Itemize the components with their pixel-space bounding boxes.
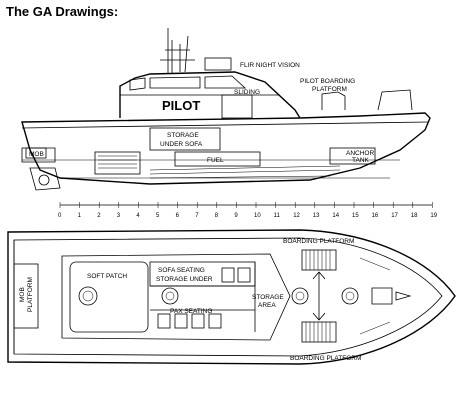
scale-tick-label: 0 (58, 213, 62, 219)
label-pilot-boarding-2: PLATFORM (312, 86, 347, 93)
boarding-pad-top (301, 249, 337, 271)
scale-tick-label: 14 (332, 213, 339, 219)
scale-tick-label: 11 (274, 213, 281, 219)
seat (157, 313, 171, 329)
scale-tick-label: 19 (430, 213, 437, 219)
soft-patch-box (69, 261, 149, 333)
label-storage-area-1: STORAGE (252, 294, 284, 301)
plan-inner-gunwale (13, 237, 443, 357)
label-storage-area-2: AREA (258, 302, 276, 309)
engine (94, 151, 141, 175)
scale-tick-label: 2 (97, 213, 101, 219)
label-mob-platform-1: MOB (19, 287, 26, 302)
seat (237, 267, 251, 283)
radar-box (204, 57, 232, 71)
plan-cabin (61, 253, 291, 341)
scale-tick-label: 3 (117, 213, 121, 219)
mast (160, 28, 195, 74)
page-heading: The GA Drawings: (6, 4, 119, 19)
scale-tick-label: 9 (234, 213, 238, 219)
label-anchor-2: TANK (352, 157, 370, 164)
label-pilot: PILOT (162, 98, 200, 113)
scale-tick-label: 5 (156, 213, 160, 219)
label-sofa-2: STORAGE UNDER (156, 276, 213, 283)
deck-line (21, 121, 429, 129)
label-soft-patch: SOFT PATCH (87, 273, 127, 280)
label-pilot-boarding-1: PILOT BOARDING (300, 78, 355, 85)
storage-box (149, 127, 221, 151)
fuel-tank (174, 151, 261, 167)
label-anchor-1: ANCHOR (346, 150, 374, 157)
scale-tick-label: 13 (313, 213, 320, 219)
mob-platform-box (13, 263, 39, 329)
scale-tick-label: 7 (195, 213, 199, 219)
label-boarding-bottom: BOARDING PLATFORM (290, 355, 361, 362)
label-sofa-1: SOFA SEATING (158, 267, 205, 274)
plan-hull-outline (7, 229, 456, 365)
scale-tick-label: 17 (391, 213, 398, 219)
sliding-door (221, 94, 253, 119)
scale-tick-label: 1 (78, 213, 82, 219)
label-mob-platform-2: PLATFORM (27, 277, 34, 312)
label-pax: PAX SEATING (170, 308, 212, 315)
profile-view: FLIR NIGHT VISION SLIDING PILOT PILOT BO… (21, 28, 431, 191)
scale-tick-label: 16 (372, 213, 379, 219)
hull-outline (21, 112, 431, 185)
label-boarding-top: BOARDING PLATFORM (283, 238, 354, 245)
scale-tick-label: 10 (254, 213, 261, 219)
cabin-windows (129, 75, 247, 91)
scale-tick-label: 8 (215, 213, 219, 219)
mob-box (25, 147, 47, 159)
anchor-tank-box (329, 147, 376, 165)
seat (174, 313, 188, 329)
seat (221, 267, 235, 283)
label-fuel: FUEL (207, 157, 224, 164)
drive-wheel (38, 174, 50, 186)
label-storage-1: STORAGE (167, 132, 199, 139)
seat (208, 313, 222, 329)
scale-tick-label: 6 (176, 213, 180, 219)
scale-tick-label: 15 (352, 213, 359, 219)
label-sliding: SLIDING (234, 89, 260, 96)
scale-tick-label: 4 (136, 213, 140, 219)
boarding-rails (321, 89, 413, 111)
label-storage-2: UNDER SOFA (160, 141, 203, 148)
label-flir: FLIR NIGHT VISION (240, 62, 300, 69)
seat (191, 313, 205, 329)
scale-tick-label: 18 (411, 213, 418, 219)
scale-tick-label: 12 (293, 213, 300, 219)
wheelhouse (119, 71, 301, 119)
plan-view: BOARDING PLATFORM BOARDING PLATFORM SOFT… (7, 229, 456, 365)
transfer-arrow (312, 271, 326, 321)
bow-fitting (371, 287, 412, 305)
boarding-pad-bottom (301, 321, 337, 343)
drive-unit (29, 167, 61, 191)
label-mob: MOB (29, 151, 44, 158)
